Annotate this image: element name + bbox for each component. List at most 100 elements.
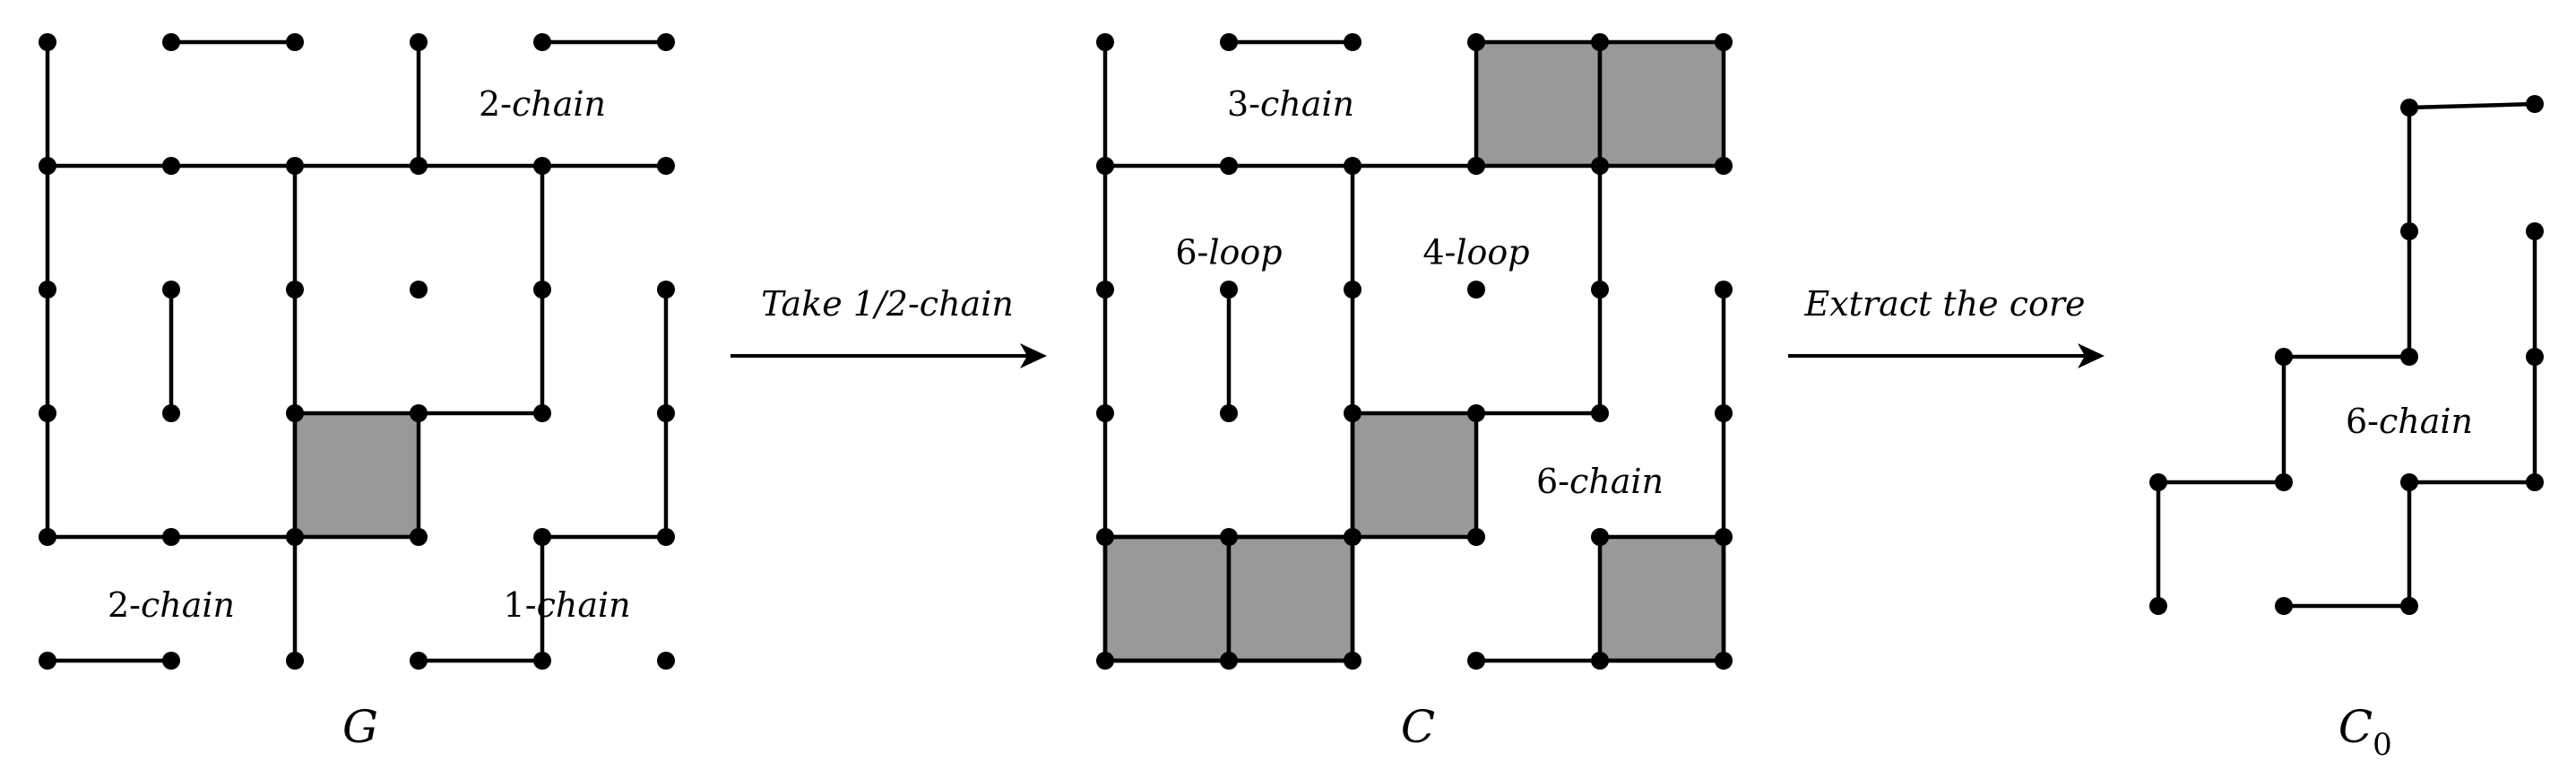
caption-C: C [1401, 701, 1435, 753]
core-node [2526, 473, 2544, 491]
shaded-square [1350, 411, 1479, 540]
graph-node [162, 281, 180, 298]
graph-node [286, 33, 304, 51]
caption-C0-subscript: 0 [2373, 727, 2392, 763]
core-edge [2407, 101, 2537, 110]
graph-node [657, 281, 675, 298]
graph-node [1467, 404, 1485, 422]
graph-node [1096, 404, 1114, 422]
region-label: 2-chain [108, 585, 235, 625]
graph-node [1220, 157, 1238, 175]
core-node [2400, 99, 2418, 117]
graph-node [410, 652, 428, 670]
core-node [2526, 95, 2544, 113]
graph-node [533, 528, 551, 546]
graph-node [533, 404, 551, 422]
graph-node [1591, 404, 1609, 422]
graph-node [39, 528, 56, 546]
graph-node [533, 33, 551, 51]
graph-node [286, 281, 304, 298]
core-node [2400, 222, 2418, 240]
graph-node [410, 528, 428, 546]
graph-node [1096, 157, 1114, 175]
graph-node [286, 652, 304, 670]
graph-node [162, 404, 180, 422]
graph-node [410, 157, 428, 175]
graph-node [1096, 281, 1114, 298]
core-node [2400, 348, 2418, 366]
graph-node [410, 281, 428, 298]
core-node [2400, 473, 2418, 491]
arrow-2-head [2078, 343, 2105, 368]
graph-panel-C: 3-chain 6-loop 4-loop 6-chain [1096, 33, 1733, 670]
region-label: 2-chain [479, 84, 606, 124]
graph-node [657, 652, 675, 670]
region-label: 4-loop [1422, 233, 1529, 273]
region-label: 3-chain [1227, 84, 1354, 124]
core-node [2275, 473, 2293, 491]
graph-node [1715, 404, 1733, 422]
graph-node [1467, 528, 1485, 546]
graph-node [39, 652, 56, 670]
caption-G: G [342, 701, 378, 753]
graph-node [533, 652, 551, 670]
arrow-1-label: Take 1/2-chain [761, 284, 1014, 324]
graph-node [162, 652, 180, 670]
graph-node [410, 404, 428, 422]
graph-node [657, 404, 675, 422]
arrow-1-head [1020, 343, 1047, 368]
graph-node [1220, 528, 1238, 546]
graph-node [1220, 281, 1238, 298]
core-panel-C0: 6-chain [2149, 95, 2544, 615]
graph-node [533, 281, 551, 298]
arrow-extract-core: Extract the core [1788, 284, 2105, 368]
graph-node [1715, 281, 1733, 298]
graph-node [39, 404, 56, 422]
caption-C0: C 0 [2338, 701, 2392, 763]
graph-node [1715, 157, 1733, 175]
graph-node [1591, 528, 1609, 546]
graph-node [1220, 404, 1238, 422]
shaded-square [1474, 39, 1603, 169]
graph-node [1467, 157, 1485, 175]
arrow-take-half-chain: Take 1/2-chain [730, 284, 1047, 368]
core-node [2275, 348, 2293, 366]
graph-node [657, 33, 675, 51]
graph-node [1591, 652, 1609, 670]
shaded-square [1226, 534, 1355, 663]
core-node [2526, 348, 2544, 366]
graph-node [1096, 528, 1114, 546]
graph-node [1344, 281, 1361, 298]
graph-node [1467, 33, 1485, 51]
graph-node [1344, 528, 1361, 546]
graph-node [1096, 652, 1114, 670]
graph-node [1220, 33, 1238, 51]
graph-node [39, 33, 56, 51]
graph-node [286, 404, 304, 422]
graph-node [286, 528, 304, 546]
shaded-square [1597, 39, 1726, 169]
region-label: 6-loop [1175, 233, 1282, 273]
shaded-square [292, 411, 421, 540]
graph-node [162, 528, 180, 546]
graph-node [657, 528, 675, 546]
arrow-2-label: Extract the core [1803, 284, 2085, 324]
core-label: 6-chain [2346, 402, 2473, 441]
shaded-square [1597, 534, 1726, 663]
graph-node [1591, 33, 1609, 51]
graph-node [1467, 652, 1485, 670]
graph-node [1715, 652, 1733, 670]
core-node [2400, 597, 2418, 615]
core-node [2149, 597, 2167, 615]
region-label: 6-chain [1536, 462, 1664, 501]
core-node [2149, 473, 2167, 491]
graph-node [410, 33, 428, 51]
region-label: 1-chain [504, 585, 631, 625]
graph-node [286, 157, 304, 175]
core-node [2526, 222, 2544, 240]
caption-C0-main: C [2338, 701, 2373, 753]
graph-node [1344, 33, 1361, 51]
graph-node [162, 33, 180, 51]
graph-node [657, 157, 675, 175]
